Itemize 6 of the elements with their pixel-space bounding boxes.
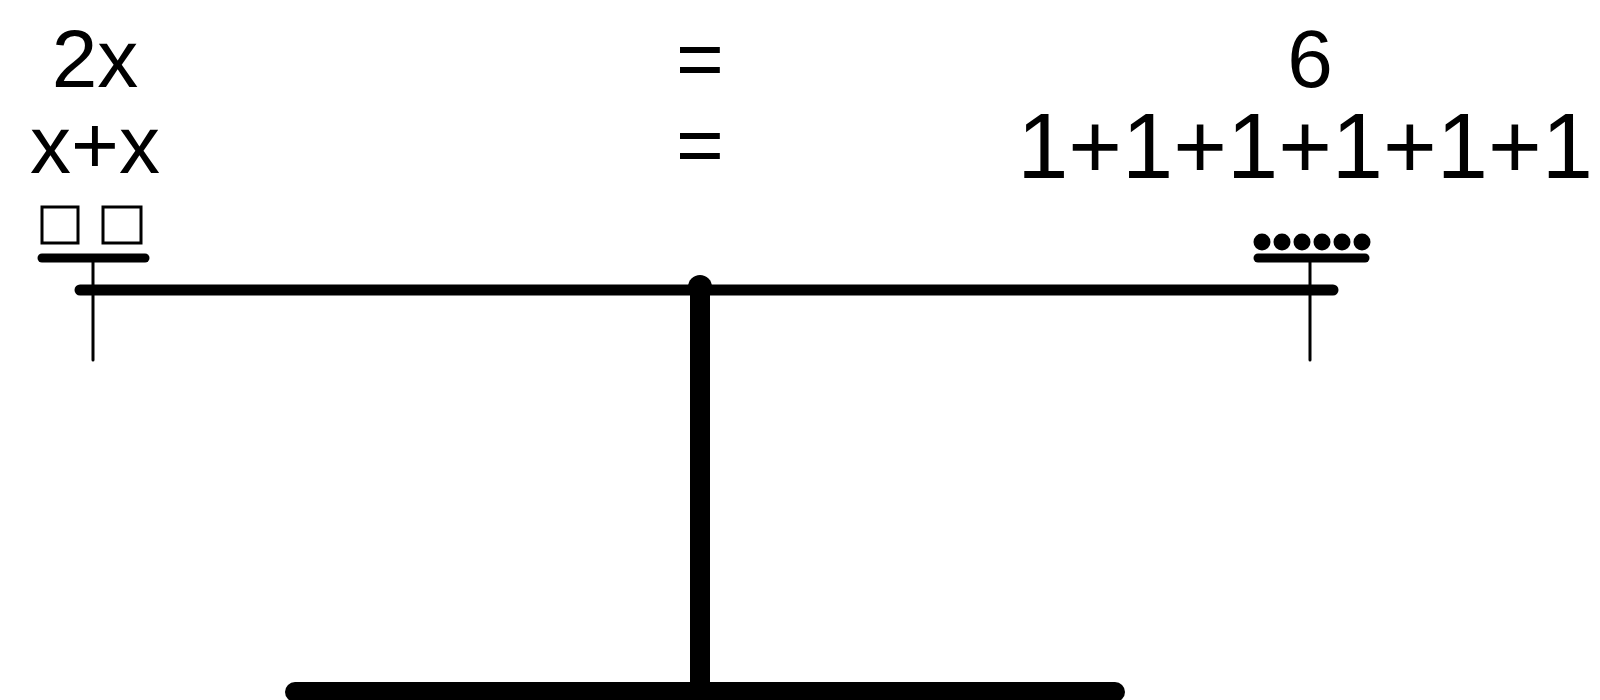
expression-text: 2x (51, 18, 139, 100)
equals-sign: = (676, 104, 724, 186)
expression-text: 1+1+1+1+1+1 (1017, 100, 1593, 192)
expression-text: 6 (1287, 18, 1333, 100)
expression-text: x+x (30, 104, 160, 186)
equals-sign: = (676, 18, 724, 100)
